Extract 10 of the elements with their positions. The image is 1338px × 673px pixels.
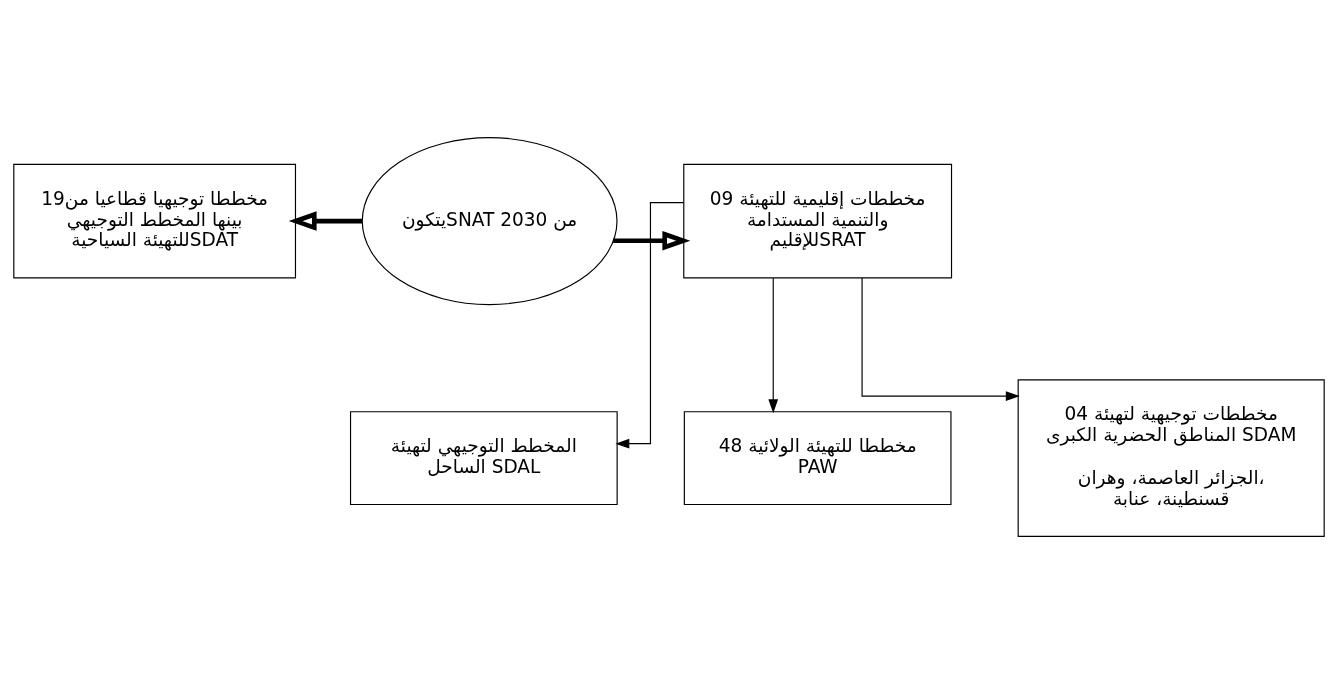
node-box: 04 مخططات توجيهية لتهيئة المناطق الحضرية الكبرى SDAM الجزائر العاصمة، وهران، قسنطينة، عنابة [1017, 378, 1325, 537]
node-box: 19مخططا توجيهيا قطاعيا من بينها المخطط التوجيهي للتهيئة السياحيةSDAT [13, 163, 297, 278]
node-ellipse: يتكونSNAT 2030 من [361, 136, 618, 305]
arrow [288, 210, 363, 231]
node-box: 09 مخططات إقليمية للتهيئة والتنمية المستدامة للإقليمSRAT [683, 163, 953, 278]
arrow [615, 201, 685, 448]
arrow [861, 276, 1020, 401]
node-box: المخطط التوجيهي لتهيئة الساحل SDAL [349, 410, 618, 505]
arrow [768, 277, 779, 413]
arrow [613, 230, 691, 251]
